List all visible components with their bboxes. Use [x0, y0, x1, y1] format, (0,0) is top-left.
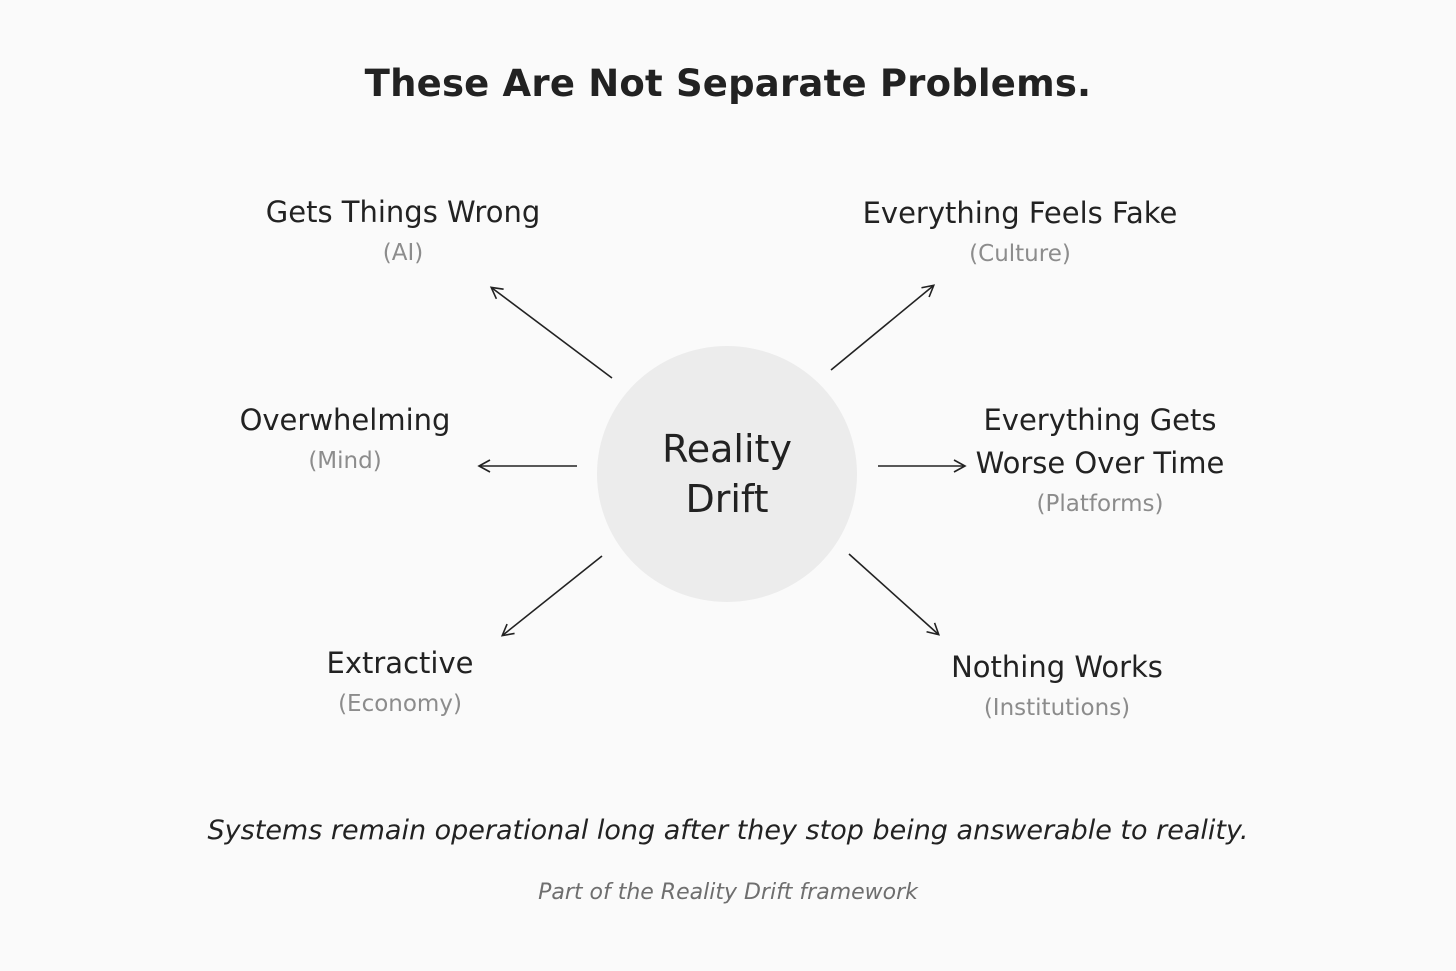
- node-sublabel: (Institutions): [983, 695, 1131, 721]
- node-sublabel: (Economy): [338, 691, 462, 717]
- node-label: Extractive: [326, 646, 474, 680]
- footer-note: Part of the Reality Drift framework: [538, 880, 918, 905]
- center-label: Reality Drift: [662, 427, 792, 521]
- node-sublabel: (Mind): [308, 448, 382, 474]
- node-label: Nothing Works: [951, 650, 1163, 684]
- node-label: Everything Feels Fake: [862, 196, 1178, 230]
- node-economy: Extractive (Economy): [327, 642, 474, 721]
- node-institutions: Nothing Works (Institutions): [951, 646, 1163, 725]
- center-circle: Reality Drift: [597, 346, 857, 602]
- node-culture: Everything Feels Fake (Culture): [863, 192, 1178, 271]
- arrow-to-economy: [500, 555, 603, 637]
- arrow-to-institutions: [848, 553, 940, 636]
- node-label: Overwhelming: [239, 403, 451, 437]
- node-mind: Overwhelming (Mind): [240, 399, 451, 478]
- node-sublabel: (AI): [382, 240, 424, 266]
- node-label: Everything Gets Worse Over Time: [975, 403, 1225, 480]
- tagline: Systems remain operational long after th…: [207, 815, 1249, 846]
- node-ai: Gets Things Wrong (AI): [266, 191, 540, 270]
- arrow-to-ai: [489, 286, 613, 379]
- node-sublabel: (Culture): [969, 241, 1071, 267]
- node-platforms: Everything Gets Worse Over Time (Platfor…: [976, 399, 1225, 521]
- arrow-to-culture: [830, 284, 936, 371]
- page-title: These Are Not Separate Problems.: [364, 62, 1092, 105]
- node-sublabel: (Platforms): [1036, 491, 1164, 517]
- node-label: Gets Things Wrong: [265, 195, 541, 229]
